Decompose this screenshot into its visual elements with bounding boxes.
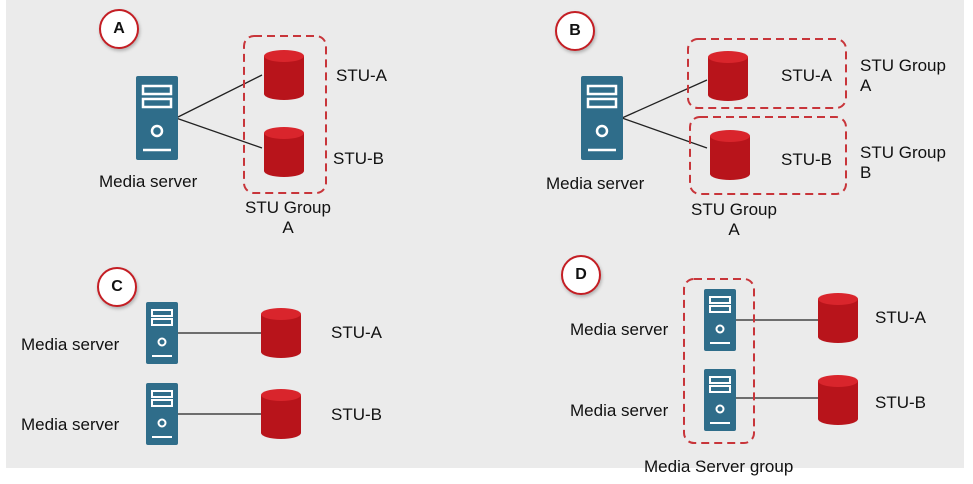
stu-group-label-line2: A bbox=[282, 218, 294, 237]
storage-cylinder-icon bbox=[710, 130, 750, 180]
storage-cylinder-icon bbox=[261, 389, 301, 439]
server-icon bbox=[579, 74, 625, 162]
storage-cylinder-icon bbox=[818, 375, 858, 425]
panel-b-graphics bbox=[579, 38, 847, 195]
media-server-group-label: Media Server group bbox=[644, 457, 794, 476]
storage-cylinder-icon bbox=[708, 51, 748, 101]
storage-cylinder-icon bbox=[264, 50, 304, 100]
panel-c-badge: C bbox=[97, 267, 137, 307]
server-icon bbox=[703, 368, 737, 432]
stu-a-label: STU-A bbox=[336, 66, 387, 85]
stu-group-label-line2: A bbox=[728, 220, 740, 239]
storage-cylinder-icon bbox=[264, 127, 304, 177]
stu-b-label: STU-B bbox=[331, 405, 382, 424]
connector-line bbox=[621, 117, 708, 149]
panel-d-badge: D bbox=[561, 255, 601, 295]
server-icon bbox=[145, 382, 179, 446]
media-server-label: Media server bbox=[99, 172, 198, 191]
connector-line bbox=[175, 117, 263, 149]
stu-b-label: STU-B bbox=[781, 150, 832, 169]
media-server-label: Media server bbox=[546, 174, 645, 193]
panel-c-graphics bbox=[145, 301, 301, 446]
server-icon bbox=[703, 288, 737, 352]
media-server-label: Media server bbox=[570, 320, 669, 339]
stu-a-label: STU-A bbox=[875, 308, 926, 327]
media-server-label: Media server bbox=[570, 401, 669, 420]
stu-group-b-outline bbox=[689, 116, 847, 195]
stu-group-label-line1: STU Group bbox=[691, 200, 777, 219]
connector-line bbox=[175, 74, 263, 119]
stu-group-label-line1: STU Group bbox=[245, 198, 331, 217]
media-server-group-outline bbox=[683, 278, 755, 444]
stu-group-b-label-line1: STU Group bbox=[860, 143, 946, 162]
stu-group-a-outline bbox=[687, 38, 847, 109]
panel-a-graphics bbox=[134, 35, 327, 194]
media-server-label: Media server bbox=[21, 415, 120, 434]
stu-group-label: STU Group A bbox=[684, 200, 784, 240]
storage-cylinder-icon bbox=[261, 308, 301, 358]
server-icon bbox=[134, 74, 180, 162]
stu-group-a-label-line2: A bbox=[860, 76, 872, 95]
stu-group-label: STU Group A bbox=[238, 198, 338, 238]
connector-line bbox=[621, 79, 708, 119]
stu-group-b-label: STU Group B bbox=[860, 143, 946, 183]
stu-b-label: STU-B bbox=[333, 149, 384, 168]
storage-cylinder-icon bbox=[818, 293, 858, 343]
stu-group-a-outline bbox=[243, 35, 327, 194]
stu-group-b-label-line2: B bbox=[860, 163, 872, 182]
stu-group-a-label: STU Group A bbox=[860, 56, 946, 96]
panel-d-graphics bbox=[683, 278, 858, 444]
stu-a-label: STU-A bbox=[781, 66, 832, 85]
media-server-label: Media server bbox=[21, 335, 120, 354]
server-icon bbox=[145, 301, 179, 365]
stu-group-a-label-line1: STU Group bbox=[860, 56, 946, 75]
panel-a-badge: A bbox=[99, 9, 139, 49]
stu-b-label: STU-B bbox=[875, 393, 926, 412]
stu-a-label: STU-A bbox=[331, 323, 382, 342]
panel-b-badge: B bbox=[555, 11, 595, 51]
